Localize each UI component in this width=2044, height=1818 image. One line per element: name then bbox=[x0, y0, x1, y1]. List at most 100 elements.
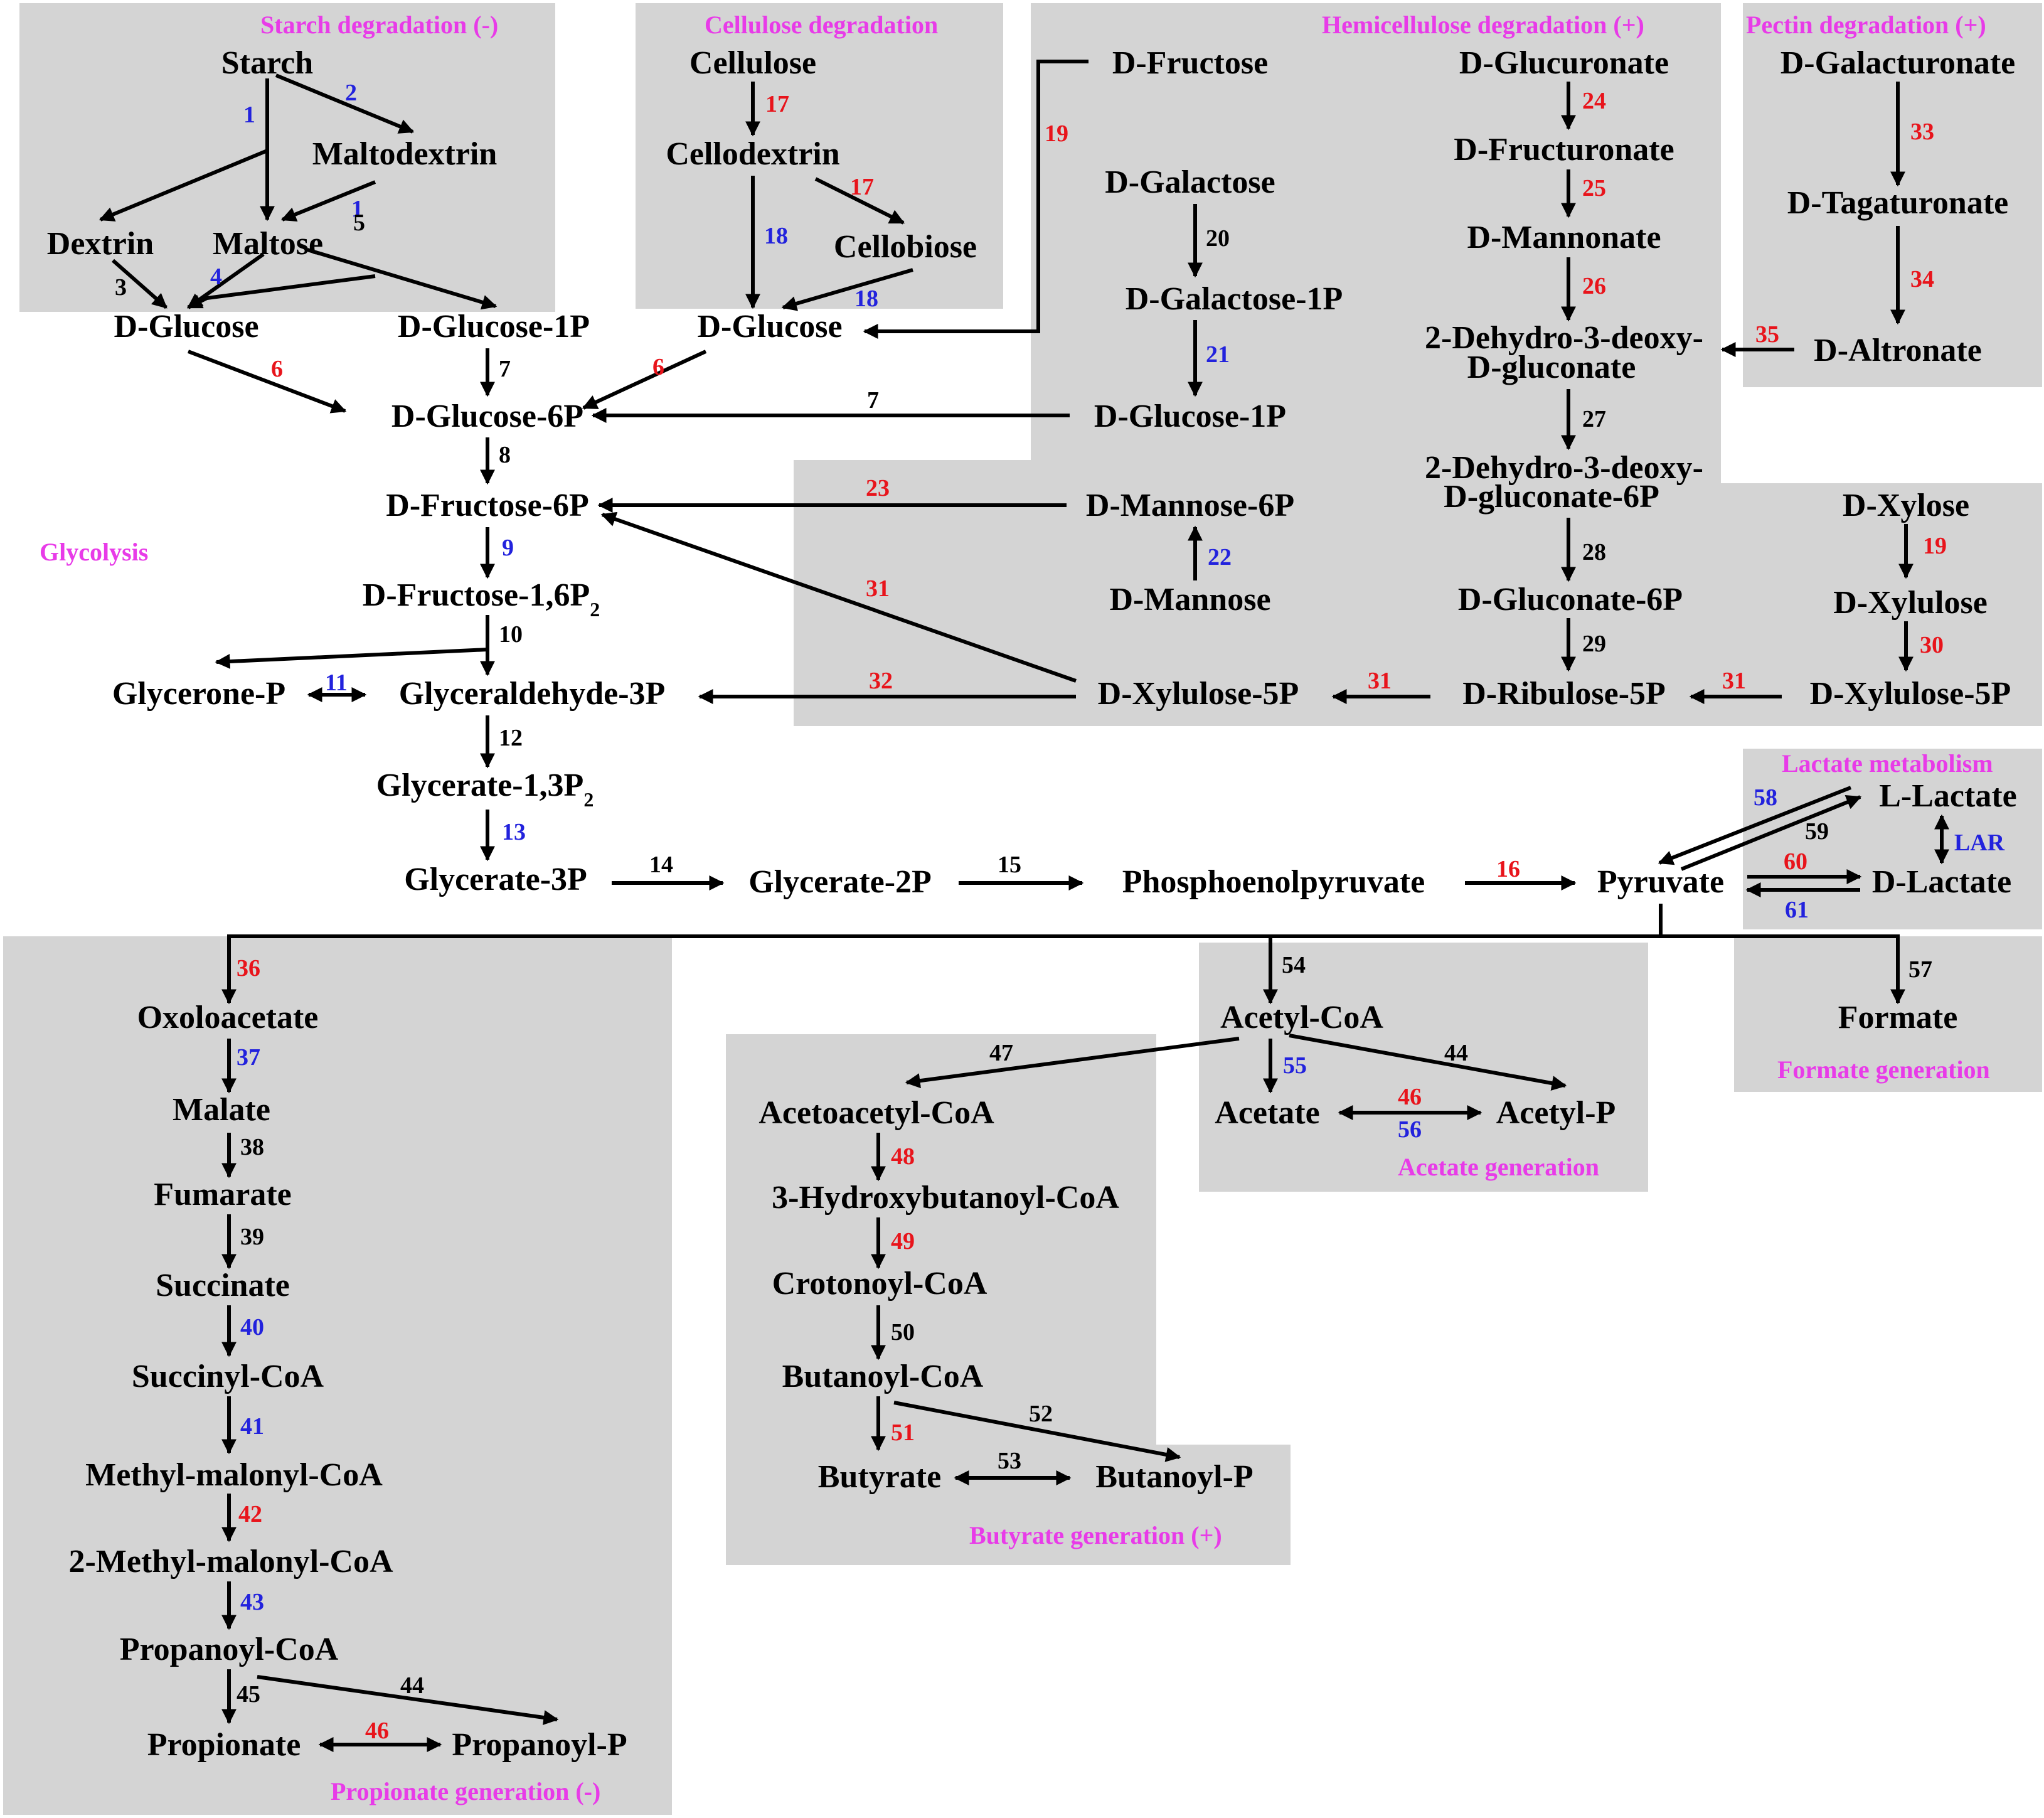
node-malate: Malate bbox=[173, 1092, 270, 1128]
reaction-numbers: 1 2 1 5 3 4 6 7 17 17 18 18 6 19 20 21 7… bbox=[115, 80, 1947, 1744]
node-glucose-left: D-Glucose bbox=[114, 309, 258, 345]
node-succinate: Succinate bbox=[156, 1268, 290, 1303]
node-acetyl-coa: Acetyl-CoA bbox=[1220, 1000, 1383, 1035]
node-formate: Formate bbox=[1838, 1000, 1958, 1035]
reaction-number: 41 bbox=[240, 1413, 264, 1440]
reaction-number: 7 bbox=[499, 356, 511, 382]
label-hemicellulose-degradation: Hemicellulose degradation (+) bbox=[1322, 11, 1644, 39]
reaction-number: 13 bbox=[502, 819, 526, 845]
reaction-number: 52 bbox=[1029, 1401, 1053, 1427]
node-fructose: D-Fructose bbox=[1112, 45, 1268, 81]
arrow-glucose-glucose6p bbox=[187, 350, 347, 414]
reaction-number: 59 bbox=[1805, 818, 1829, 845]
reaction-number: 57 bbox=[1908, 956, 1932, 983]
reaction-number: 11 bbox=[325, 670, 348, 696]
reaction-number: 37 bbox=[237, 1044, 260, 1071]
arrow-starch-dextrin bbox=[98, 149, 269, 222]
section-labels: Starch degradation (-) Cellulose degrada… bbox=[40, 11, 1993, 1805]
arrow-xylulose5p-fructose6p bbox=[600, 511, 1077, 683]
node-butyrate: Butyrate bbox=[818, 1459, 941, 1495]
node-mannose6p: D-Mannose-6P bbox=[1086, 488, 1294, 523]
reaction-number: 22 bbox=[1208, 544, 1232, 570]
node-2methylmalonyl-coa: 2-Methyl-malonyl-CoA bbox=[68, 1544, 393, 1580]
arrow-dextrin-glucose bbox=[112, 259, 168, 309]
node-pep: Phosphoenolpyruvate bbox=[1122, 864, 1425, 900]
reaction-number: 25 bbox=[1582, 175, 1606, 201]
arrow-cellobiose-glucose bbox=[781, 268, 913, 311]
node-acetyl-p: Acetyl-P bbox=[1496, 1095, 1616, 1131]
reaction-number: 61 bbox=[1785, 897, 1809, 923]
node-butanoyl-coa: Butanoyl-CoA bbox=[782, 1359, 984, 1394]
label-lactate-metabolism: Lactate metabolism bbox=[1782, 749, 1993, 778]
reaction-number: 35 bbox=[1755, 321, 1779, 348]
node-kdg-line2: D-gluconate bbox=[1467, 350, 1636, 385]
node-xylulose5p-right: D-Xylulose-5P bbox=[1810, 676, 2011, 712]
node-kdg-line1: 2-Dehydro-3-deoxy- bbox=[1425, 320, 1703, 356]
panel-cellulose bbox=[636, 3, 1003, 309]
label-cellulose-degradation: Cellulose degradation bbox=[705, 11, 938, 39]
reaction-number: 9 bbox=[502, 535, 514, 561]
metabolite-nodes: Starch Maltodextrin Dextrin Maltose D-Gl… bbox=[47, 45, 2017, 1763]
node-acetate: Acetate bbox=[1215, 1095, 1319, 1131]
reaction-number: 28 bbox=[1582, 539, 1606, 565]
reaction-number: 42 bbox=[238, 1501, 262, 1527]
reaction-number: 40 bbox=[240, 1314, 264, 1340]
node-l-lactate: L-Lactate bbox=[1879, 778, 2016, 814]
reaction-number: 49 bbox=[891, 1228, 915, 1254]
arrow-starch-maltodextrin bbox=[275, 73, 415, 134]
reaction-number: 45 bbox=[237, 1681, 260, 1708]
node-fumarate: Fumarate bbox=[154, 1177, 291, 1212]
node-starch: Starch bbox=[221, 45, 313, 81]
reaction-number: 56 bbox=[1398, 1116, 1422, 1143]
node-ribulose5p: D-Ribulose-5P bbox=[1462, 676, 1666, 712]
reaction-number: 1 bbox=[351, 196, 363, 222]
reaction-number: 7 bbox=[867, 387, 879, 414]
reaction-number: 3 bbox=[115, 274, 127, 301]
node-glucose-mid: D-Glucose bbox=[697, 309, 842, 345]
node-xylulose: D-Xylulose bbox=[1833, 585, 1988, 621]
reaction-number: 58 bbox=[1754, 784, 1777, 811]
reaction-number: 14 bbox=[649, 852, 673, 878]
reaction-number: 39 bbox=[240, 1224, 264, 1250]
panel-butyrate bbox=[726, 1034, 1291, 1565]
arrow-maltose-glucose-5 bbox=[186, 274, 376, 309]
reaction-number: 6 bbox=[652, 354, 664, 380]
node-hydroxybutanoyl-coa: 3-Hydroxybutanoyl-CoA bbox=[772, 1180, 1119, 1216]
reaction-number: 26 bbox=[1582, 273, 1606, 299]
node-acetoacetyl-coa: Acetoacetyl-CoA bbox=[759, 1095, 994, 1131]
reaction-number: 48 bbox=[891, 1143, 915, 1170]
reaction-number: 6 bbox=[271, 356, 283, 382]
panel-propionate bbox=[3, 936, 672, 1815]
reaction-number: 17 bbox=[765, 91, 789, 117]
node-butanoyl-p: Butanoyl-P bbox=[1095, 1459, 1253, 1495]
reaction-number: 29 bbox=[1582, 631, 1606, 657]
reaction-number: 53 bbox=[998, 1448, 1021, 1474]
label-glycolysis: Glycolysis bbox=[40, 538, 148, 566]
node-kdg6p-line2: D-gluconate-6P bbox=[1444, 479, 1659, 515]
panel-formate bbox=[1734, 936, 2042, 1092]
reaction-number: 32 bbox=[869, 668, 893, 694]
reaction-number: 24 bbox=[1582, 88, 1606, 114]
node-glucose1p-right: D-Glucose-1P bbox=[1094, 398, 1286, 434]
node-oxaloacetate: Oxoloacetate bbox=[137, 1000, 319, 1035]
reaction-number: 17 bbox=[850, 174, 874, 200]
reaction-number: 60 bbox=[1784, 848, 1807, 875]
arrow-fructose16p2-glycerone bbox=[215, 648, 488, 669]
node-mannonate: D-Mannonate bbox=[1467, 220, 1661, 255]
node-crotonoyl-coa: Crotonoyl-CoA bbox=[772, 1266, 987, 1302]
reaction-number: 30 bbox=[1920, 632, 1944, 658]
reaction-number: 34 bbox=[1910, 266, 1934, 292]
reaction-arrows bbox=[98, 60, 1949, 1752]
reaction-number: 44 bbox=[1444, 1040, 1468, 1066]
node-pyruvate: Pyruvate bbox=[1597, 864, 1724, 900]
arrow-glucose-mid-glucose6p bbox=[582, 350, 707, 410]
arrow-cellodextrin-cellobiose bbox=[814, 177, 905, 225]
label-propionate-generation: Propionate generation (-) bbox=[331, 1777, 600, 1805]
reaction-number: 54 bbox=[1282, 952, 1306, 978]
panel-starch bbox=[19, 3, 555, 312]
arrow-propanoylcoa-propanoylp bbox=[257, 1675, 559, 1725]
node-cellobiose: Cellobiose bbox=[834, 229, 977, 265]
arrow-llactate-pyruvate bbox=[1658, 786, 1852, 865]
node-fructuronate: D-Fructuronate bbox=[1454, 132, 1674, 168]
